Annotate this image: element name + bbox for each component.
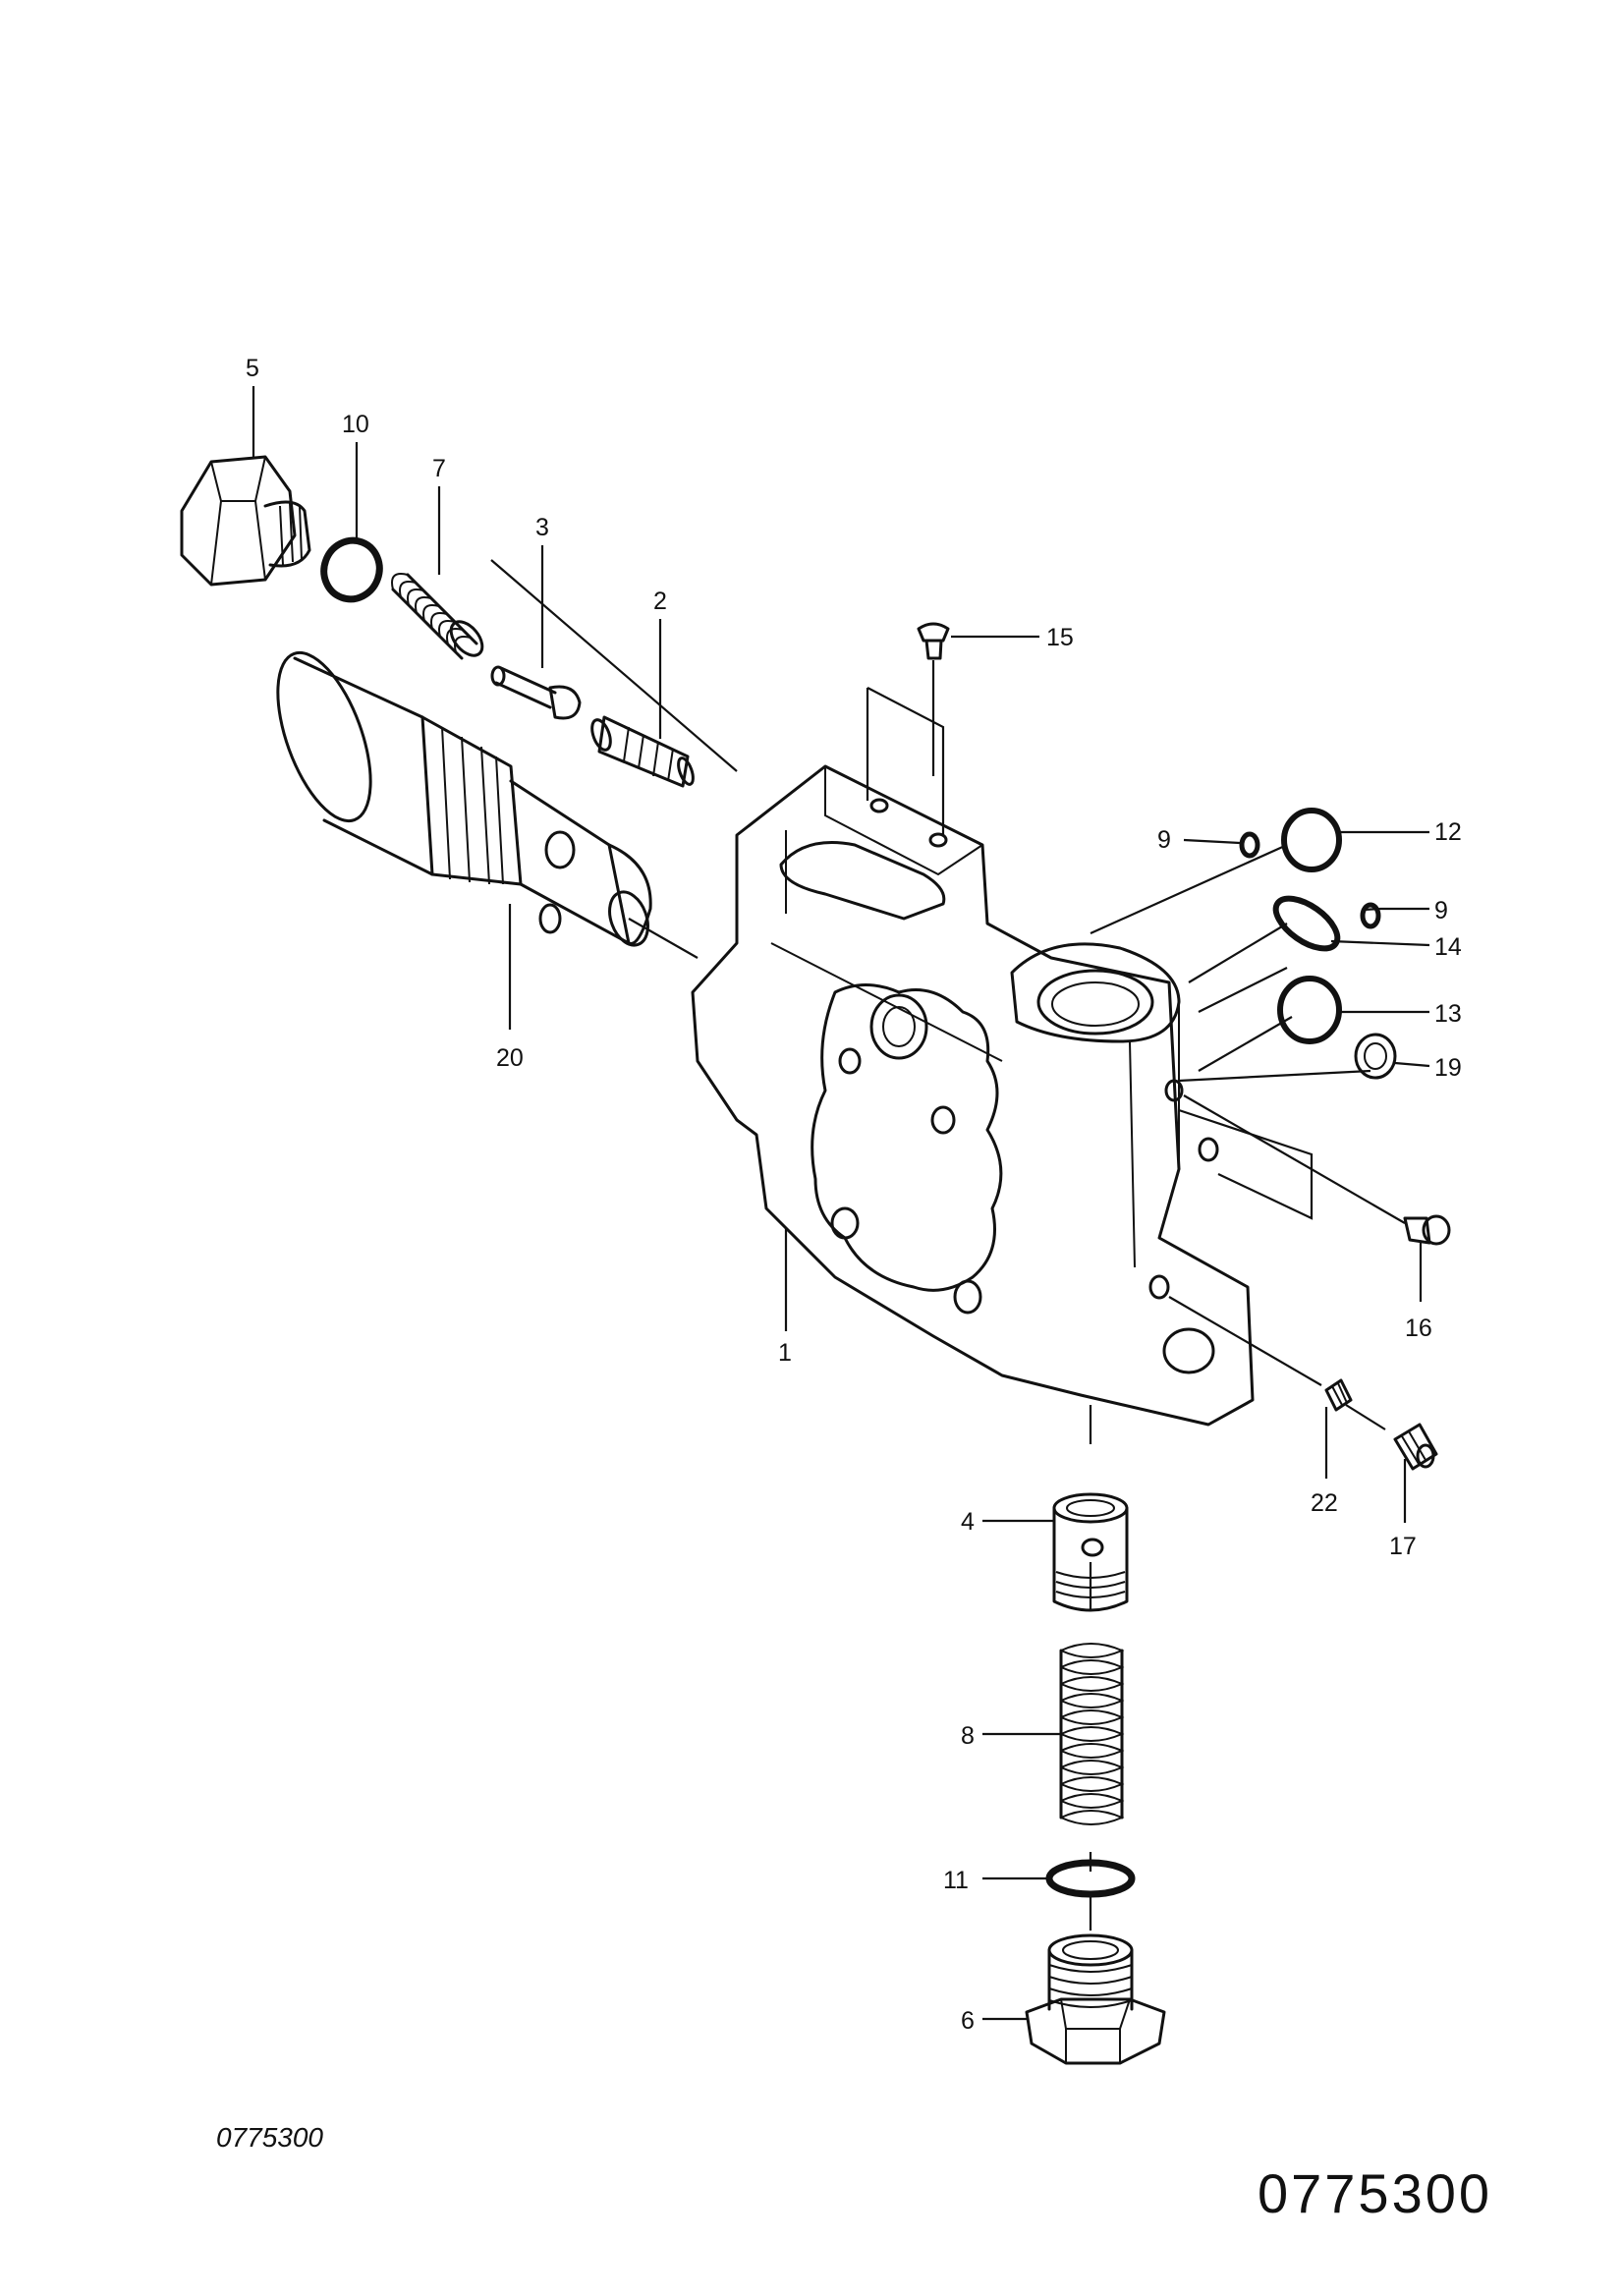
- callout-22: 22: [1311, 1489, 1338, 1517]
- drawing-number-small: 0775300: [216, 2122, 324, 2153]
- part-1-valve-body: [691, 764, 1255, 1427]
- part-12-o-ring: [1281, 808, 1342, 872]
- callout-15: 15: [1046, 624, 1074, 651]
- part-7-spring: [391, 573, 484, 660]
- assembly-guide-lines: [490, 559, 1406, 1931]
- callout-labels: 5 10 7 3 2 15 9 12 9 14 13 19 20 1 16 22…: [246, 355, 1462, 2035]
- callout-16: 16: [1405, 1315, 1432, 1342]
- callout-19: 19: [1434, 1054, 1462, 1082]
- callout-12: 12: [1434, 818, 1462, 846]
- part-14-seal: [1272, 895, 1341, 952]
- callout-20: 20: [496, 1044, 524, 1072]
- part-13-o-ring: [1277, 976, 1342, 1044]
- part-16-screw: [1403, 1214, 1451, 1246]
- part-5-plug: [180, 455, 311, 587]
- callout-11: 11: [943, 1867, 969, 1894]
- part-8-spring: [1059, 1643, 1125, 1825]
- callout-leader-lines: [252, 386, 1430, 2021]
- callout-9-b: 9: [1434, 897, 1448, 924]
- part-9-o-ring-b: [1360, 902, 1381, 929]
- drawing-number-large: 0775300: [1258, 2162, 1493, 2224]
- callout-7: 7: [432, 455, 446, 482]
- part-19-washer: [1354, 1033, 1397, 1080]
- part-6-plug: [1025, 1933, 1166, 2065]
- callout-13: 13: [1434, 1000, 1462, 1028]
- part-10-o-ring: [320, 536, 383, 603]
- part-3-pin: [490, 665, 582, 720]
- callout-4: 4: [961, 1508, 975, 1536]
- part-17-plug: [1393, 1423, 1438, 1471]
- callout-17: 17: [1389, 1533, 1417, 1560]
- part-20-cartridge: [276, 650, 652, 947]
- part-4-sleeve: [1052, 1492, 1129, 1612]
- part-9-o-ring-a: [1239, 831, 1260, 859]
- part-2-spool: [590, 715, 695, 788]
- part-15-screw: [917, 622, 950, 660]
- callout-10: 10: [342, 411, 369, 438]
- callout-9-a: 9: [1157, 826, 1171, 854]
- callout-6: 6: [961, 2007, 975, 2035]
- callout-14: 14: [1434, 933, 1462, 961]
- callout-2: 2: [653, 588, 667, 615]
- callout-3: 3: [535, 514, 549, 541]
- part-22-plug: [1324, 1378, 1353, 1412]
- callout-1: 1: [778, 1339, 792, 1367]
- callout-8: 8: [961, 1722, 975, 1750]
- callout-5: 5: [246, 355, 259, 382]
